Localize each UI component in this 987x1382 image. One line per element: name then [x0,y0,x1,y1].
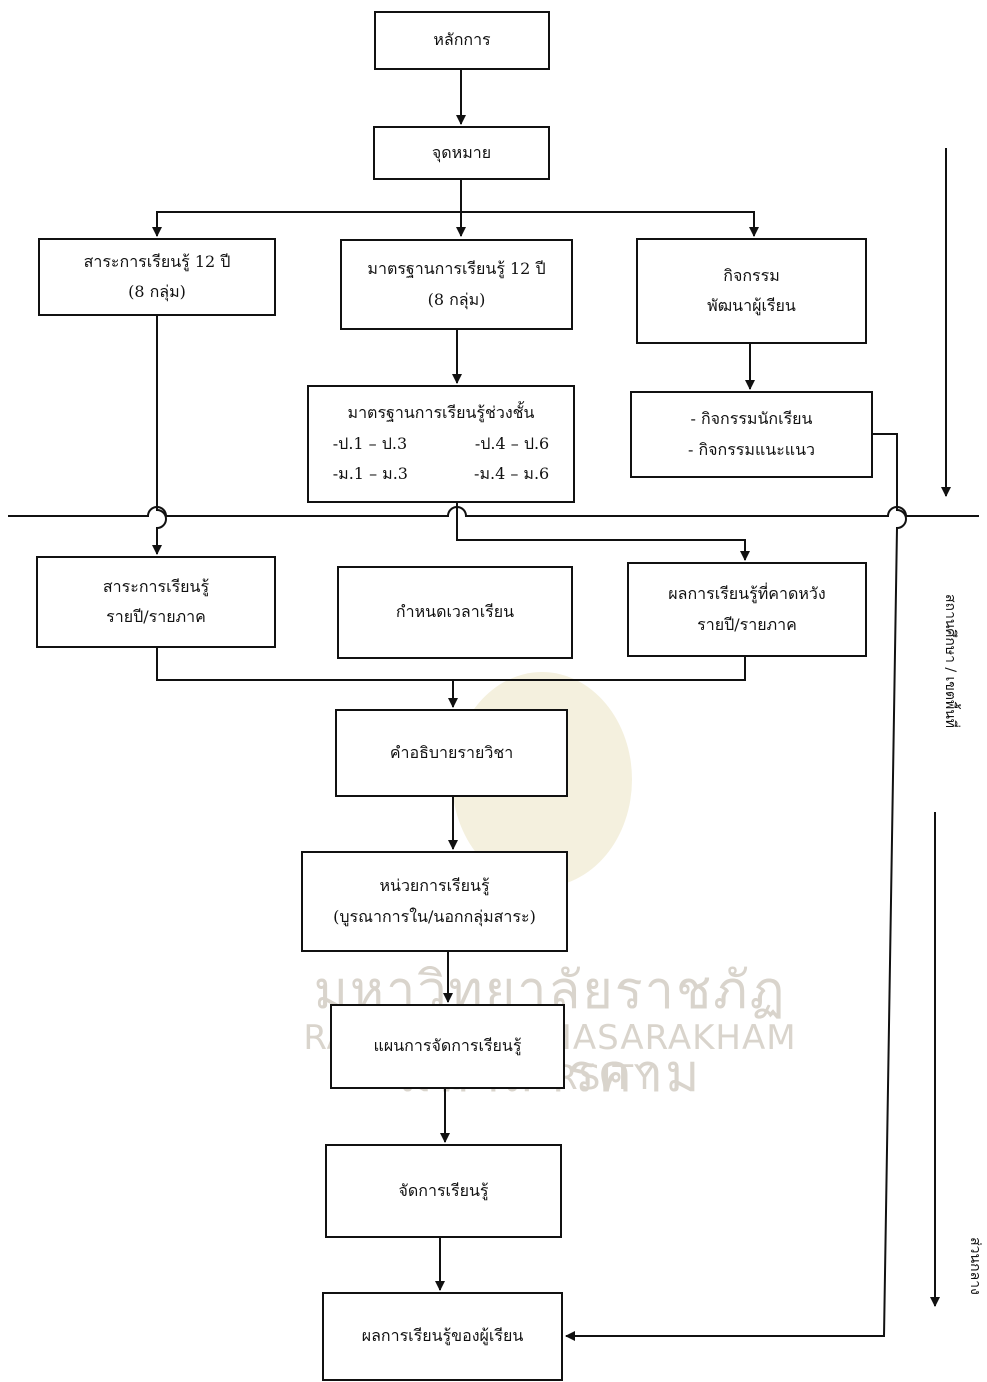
level-p1-p3: -ป.1 – ป.3 [332,433,408,453]
student-activities-box: กิจกรรม พัฒนาผู้เรียน [636,238,867,344]
learning-management-box: จัดการเรียนรู้ [325,1144,562,1238]
activity-student: - กิจกรรมนักเรียน [690,409,813,429]
activities-line1: กิจกรรม [723,265,780,285]
learning-unit-box: หน่วยการเรียนรู้ (บูรณาการใน/นอกกลุ่มสาร… [301,851,568,952]
stage-row-secondary: -ม.1 – ม.3 -ม.4 – ม.6 [333,459,549,489]
course-description-box: คำอธิบายรายวิชา [335,709,568,797]
learning-unit-line1: หน่วยการเรียนรู้ [379,876,490,896]
expected-outcomes-line1: ผลการเรียนรู้ที่คาดหวัง [668,584,826,604]
stage-standards-box: มาตรฐานการเรียนรู้ช่วงชั้น -ป.1 – ป.3 -ป… [307,385,575,503]
stage-standards-title: มาตรฐานการเรียนรู้ช่วงชั้น [347,403,535,423]
study-time-label: กำหนดเวลาเรียน [395,602,515,622]
activity-list-box: - กิจกรรมนักเรียน - กิจกรรมแนะแนว [630,391,873,478]
study-time-box: กำหนดเวลาเรียน [337,566,573,659]
goals-box: จุดหมาย [373,126,550,180]
level-m4-m6: -ม.4 – ม.6 [474,464,550,484]
learner-outcomes-label: ผลการเรียนรู้ของผู้เรียน [361,1326,524,1346]
content-12-years-box: สาระการเรียนรู้ 12 ปี (8 กลุ่ม) [38,238,276,316]
learning-management-label: จัดการเรียนรู้ [398,1180,489,1200]
expected-outcomes-line2: รายปี/รายภาค [697,614,797,634]
course-description-label: คำอธิบายรายวิชา [389,742,514,762]
learner-outcomes-box: ผลการเรียนรู้ของผู้เรียน [322,1292,563,1381]
yearly-content-box: สาระการเรียนรู้ รายปี/รายภาค [36,556,276,648]
standards-12-line2: (8 กลุ่ม) [427,289,486,309]
learning-plan-box: แผนการจัดการเรียนรู้ [330,1004,565,1089]
content-12-line2: (8 กลุ่ม) [128,282,186,301]
stage-row-primary: -ป.1 – ป.3 -ป.4 – ป.6 [333,429,549,459]
standards-12-line1: มาตรฐานการเรียนรู้ 12 ปี [367,259,546,279]
yearly-content-line2: รายปี/รายภาค [106,607,206,626]
standards-12-years-box: มาตรฐานการเรียนรู้ 12 ปี (8 กลุ่ม) [340,239,573,330]
principles-box: หลักการ [374,11,550,70]
level-m1-m3: -ม.1 – ม.3 [332,464,408,484]
level-p4-p6: -ป.4 – ป.6 [474,433,550,453]
learning-plan-label: แผนการจัดการเรียนรู้ [373,1036,522,1056]
content-12-line1: สาระการเรียนรู้ 12 ปี [83,251,231,271]
expected-outcomes-box: ผลการเรียนรู้ที่คาดหวัง รายปี/รายภาค [627,562,867,657]
yearly-content-line1: สาระการเรียนรู้ [102,576,210,596]
learning-unit-line2: (บูรณาการใน/นอกกลุ่มสาระ) [333,906,536,926]
goals-label: จุดหมาย [431,142,492,162]
school-area-label: สถานศึกษา / เขตพื้นที่ [942,594,958,728]
activity-guidance: - กิจกรรมแนะแนว [687,439,816,459]
principles-label: หลักการ [433,30,491,50]
activities-line2: พัฒนาผู้เรียน [707,296,796,315]
central-label: ส่วนกลาง [967,1237,983,1295]
